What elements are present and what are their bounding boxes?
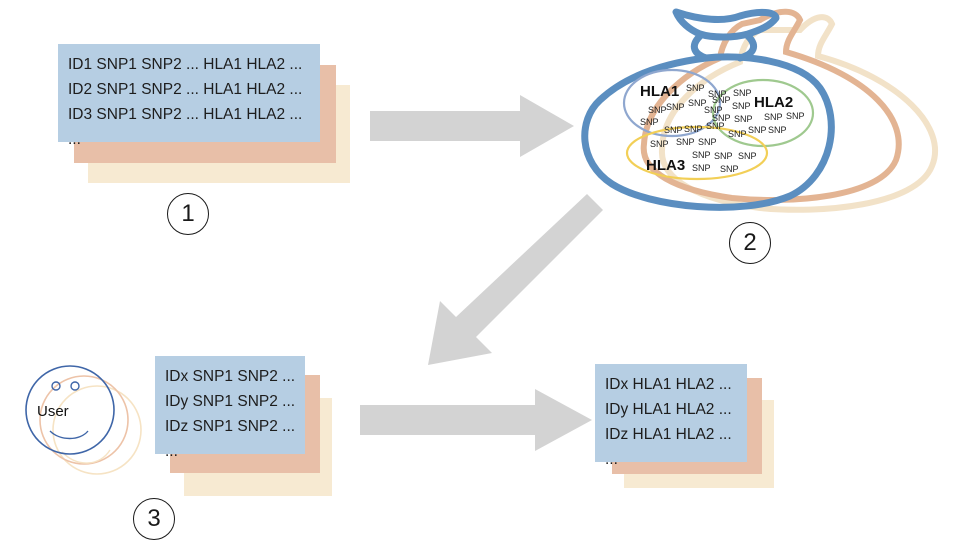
snp-token: SNP bbox=[686, 83, 705, 93]
snp-tokens: SNP SNP SNP SNP SNP SNP SNP SNP SNP SNP … bbox=[640, 83, 805, 174]
snp-token: SNP bbox=[706, 121, 725, 131]
step-1-badge: 1 bbox=[167, 193, 209, 235]
user-label: User bbox=[37, 403, 69, 420]
hla2-label: HLA2 bbox=[754, 94, 793, 111]
snp-token: SNP bbox=[728, 129, 747, 139]
snp-token: SNP bbox=[786, 111, 805, 121]
snp-token: SNP bbox=[684, 124, 703, 134]
hla1-ring bbox=[622, 68, 722, 138]
snp-token: SNP bbox=[764, 112, 783, 122]
hla3-label: HLA3 bbox=[646, 157, 685, 174]
model-bag bbox=[581, 8, 835, 211]
snp-token: SNP bbox=[692, 163, 711, 173]
reference-row: ID3 SNP1 SNP2 ... HLA1 HLA2 ... bbox=[68, 106, 303, 123]
snp-token: SNP bbox=[712, 95, 731, 105]
snp-token: SNP bbox=[732, 101, 751, 111]
user-input-row: IDz SNP1 SNP2 ... bbox=[165, 418, 296, 435]
step-2-badge: 2 bbox=[729, 222, 771, 264]
bag-knot bbox=[672, 8, 780, 41]
snp-token: SNP bbox=[666, 102, 685, 112]
step-3-badge: 3 bbox=[133, 498, 175, 540]
user-input-row: ... bbox=[165, 443, 178, 460]
snp-token: SNP bbox=[720, 164, 739, 174]
snp-token: SNP bbox=[698, 137, 717, 147]
hla3-ring bbox=[625, 125, 769, 181]
snp-token: SNP bbox=[640, 117, 659, 127]
user-input-card: IDx SNP1 SNP2 ... IDy SNP1 SNP2 ... IDz … bbox=[155, 356, 305, 460]
reference-panel-card: ID1 SNP1 SNP2 ... HLA1 HLA2 ... ID2 SNP1… bbox=[58, 44, 320, 148]
user-input-row: IDx SNP1 SNP2 ... bbox=[165, 368, 296, 385]
snp-token: SNP bbox=[734, 114, 753, 124]
snp-token: SNP bbox=[664, 125, 683, 135]
reference-row: ID2 SNP1 SNP2 ... HLA1 HLA2 ... bbox=[68, 81, 303, 98]
model-bag-shadow bbox=[640, 8, 939, 213]
user-avatar-icon bbox=[25, 365, 142, 475]
arrow-model-to-user bbox=[428, 194, 603, 365]
snp-token: SNP bbox=[768, 125, 787, 135]
hla1-label: HLA1 bbox=[640, 83, 679, 100]
reference-row: ... bbox=[68, 131, 81, 148]
snp-token: SNP bbox=[708, 89, 727, 99]
snp-token: SNP bbox=[688, 98, 707, 108]
snp-token: SNP bbox=[648, 105, 667, 115]
snp-token: SNP bbox=[714, 151, 733, 161]
snp-token: SNP bbox=[733, 88, 752, 98]
hla2-ring bbox=[711, 78, 815, 148]
output-row: IDx HLA1 HLA2 ... bbox=[605, 376, 732, 393]
output-row: IDy HLA1 HLA2 ... bbox=[605, 401, 732, 418]
snp-token: SNP bbox=[738, 151, 757, 161]
arrow-input-to-output bbox=[360, 389, 592, 451]
snp-token: SNP bbox=[650, 139, 669, 149]
output-row: ... bbox=[605, 451, 618, 468]
snp-token: SNP bbox=[676, 137, 695, 147]
snp-token: SNP bbox=[692, 150, 711, 160]
output-card: IDx HLA1 HLA2 ... IDy HLA1 HLA2 ... IDz … bbox=[595, 364, 747, 468]
snp-token: SNP bbox=[712, 113, 731, 123]
arrow-panel-to-model bbox=[370, 95, 574, 157]
reference-row: ID1 SNP1 SNP2 ... HLA1 HLA2 ... bbox=[68, 56, 303, 73]
snp-token: SNP bbox=[748, 125, 767, 135]
bag-body bbox=[581, 53, 835, 211]
output-row: IDz HLA1 HLA2 ... bbox=[605, 426, 732, 443]
snp-token: SNP bbox=[704, 105, 723, 115]
user-input-row: IDy SNP1 SNP2 ... bbox=[165, 393, 296, 410]
